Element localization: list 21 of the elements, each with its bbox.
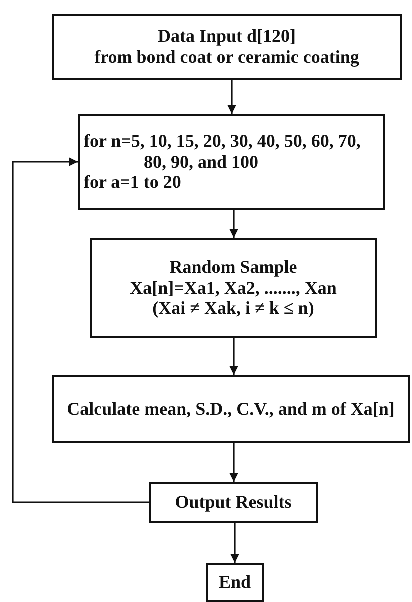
node-text: from bond coat or ceramic coating	[94, 47, 360, 68]
node-text: Calculate mean, S.D., C.V., and m of Xa[n]	[67, 398, 395, 420]
end-box	[206, 563, 264, 602]
input-box	[52, 14, 402, 80]
node-text: Random Sample	[170, 256, 298, 278]
process-box	[90, 238, 377, 338]
node-text: Xa[n]=Xa1, Xa2, ......., Xan	[130, 278, 337, 298]
arrow	[230, 338, 238, 375]
arrow	[228, 80, 236, 114]
arrow	[230, 443, 238, 482]
arrow	[12, 158, 149, 504]
output-box	[149, 482, 318, 523]
node-text: Output Results	[175, 492, 292, 513]
node-text: End	[218, 572, 252, 593]
arrow	[230, 523, 240, 563]
loop-box	[78, 114, 385, 210]
arrow	[230, 210, 238, 238]
process-box	[52, 375, 410, 443]
node-text: Data Input d[120]	[158, 26, 296, 47]
node-text: for a=1 to 20	[84, 172, 182, 194]
node-text: (Xai ≠ Xak, i ≠ k ≤ n)	[152, 298, 314, 320]
